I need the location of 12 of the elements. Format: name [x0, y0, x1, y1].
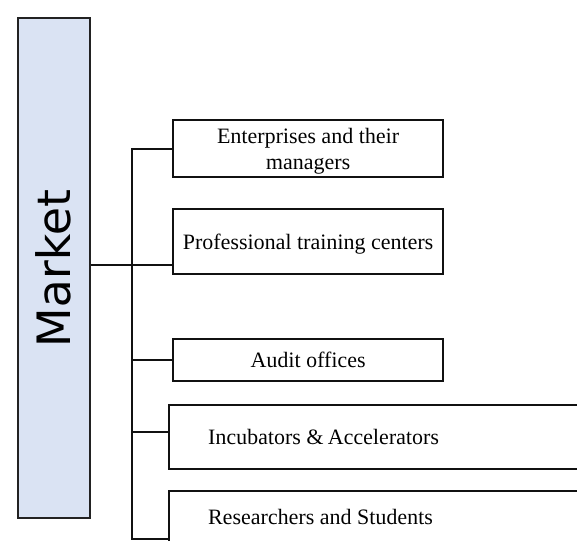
branch-label: Audit offices [250, 347, 366, 373]
branch-label: Enterprises and their managers [216, 123, 400, 174]
branch-label: Professional training centers [182, 228, 434, 254]
connector-line [91, 264, 168, 540]
branch-box [172, 338, 444, 382]
category-title: Market [27, 188, 81, 348]
branch-label: Researchers and Students [208, 504, 433, 530]
category-bar [17, 17, 91, 519]
branch-label: Incubators & Accelerators [208, 424, 439, 450]
branch-box [172, 208, 444, 275]
branch-box [172, 119, 444, 178]
branch-box [168, 404, 577, 470]
